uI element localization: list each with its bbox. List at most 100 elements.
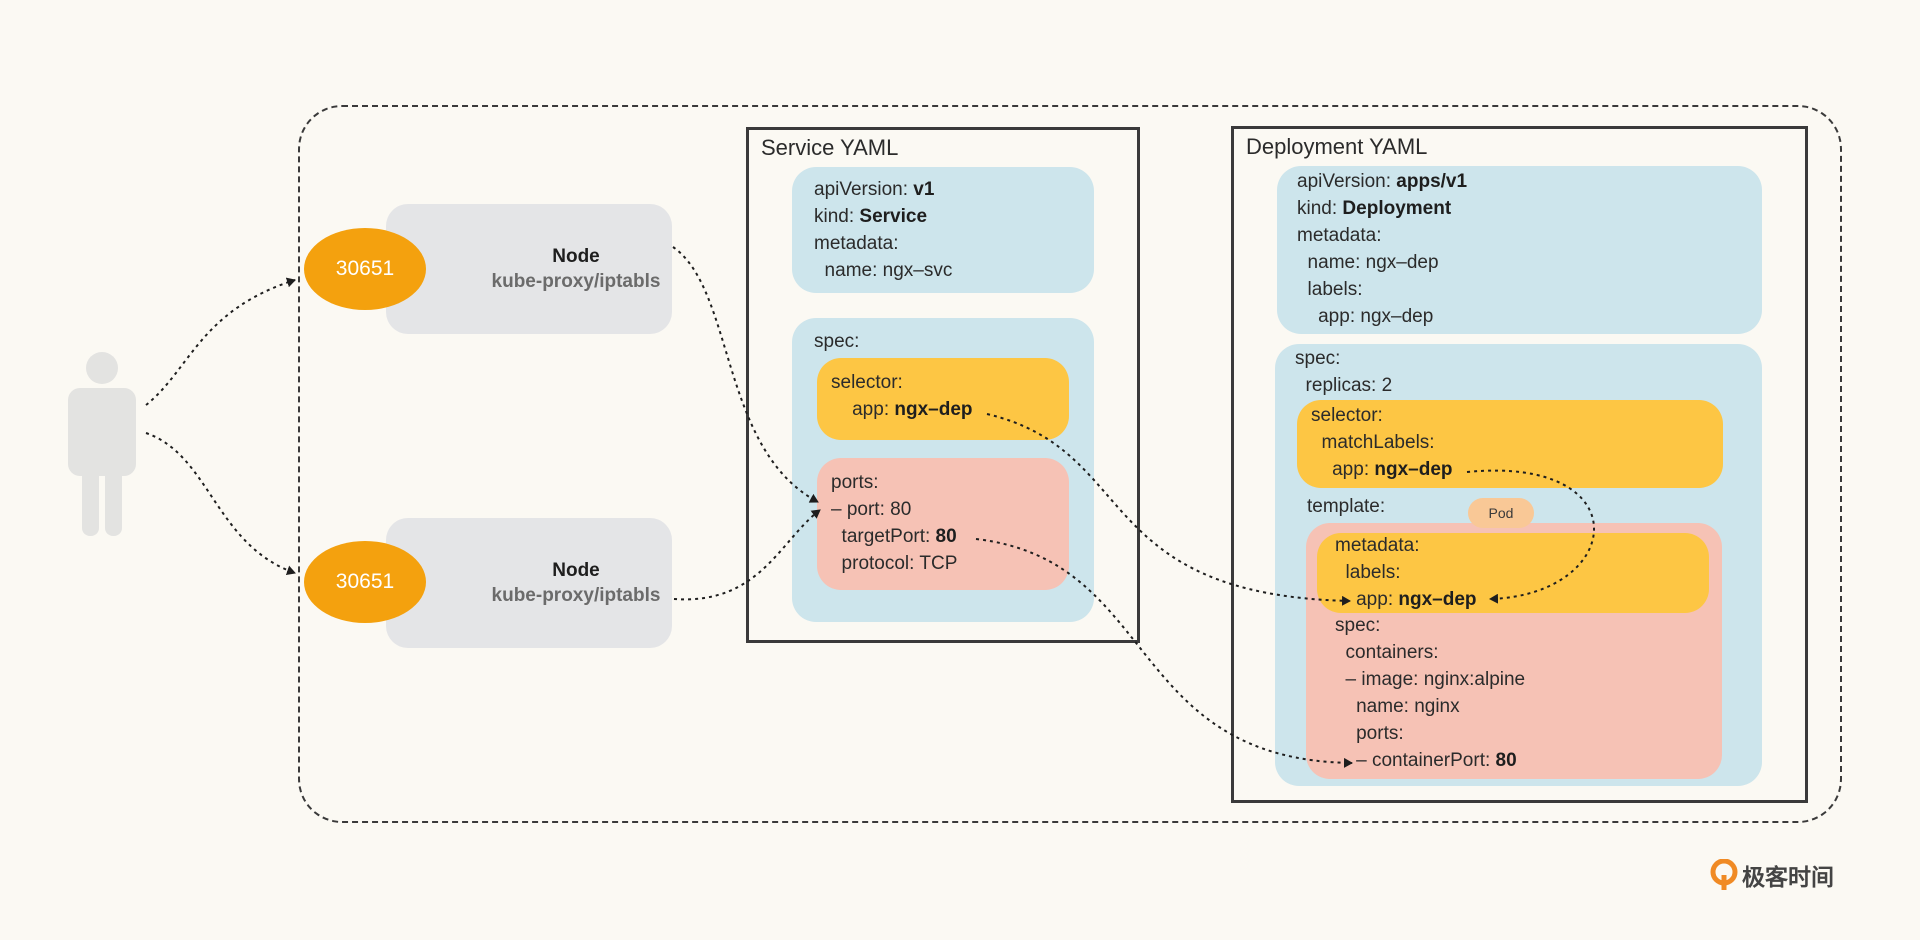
yaml-line: spec: bbox=[814, 331, 860, 352]
yaml-key: matchLabels: bbox=[1311, 432, 1435, 453]
node-card: Node kube-proxy/iptabls bbox=[386, 204, 672, 334]
yaml-line: kind: Deployment bbox=[1297, 195, 1467, 222]
service-ports-box: ports:– port: 80 targetPort: 80 protocol… bbox=[817, 458, 1069, 590]
yaml-key: – image: nginx:alpine bbox=[1335, 669, 1526, 690]
yaml-key: containers: bbox=[1335, 642, 1439, 663]
yaml-line: matchLabels: bbox=[1311, 429, 1453, 456]
node-subtitle: kube-proxy/iptabls bbox=[491, 585, 661, 606]
yaml-value: 80 bbox=[935, 526, 957, 547]
yaml-key: app: bbox=[1335, 589, 1399, 610]
yaml-line: apiVersion: apps/v1 bbox=[1297, 168, 1467, 195]
arrow-targetport-to-containerport bbox=[975, 538, 1353, 768]
node-title: Node bbox=[552, 560, 600, 581]
yaml-line: labels: bbox=[1297, 276, 1467, 303]
yaml-line: metadata: bbox=[1335, 532, 1477, 559]
yaml-line: protocol: TCP bbox=[831, 550, 958, 577]
yaml-key: name: ngx–svc bbox=[814, 260, 953, 281]
arrow-user-to-node2 bbox=[145, 432, 296, 576]
deployment-yaml-title: Deployment YAML bbox=[1246, 134, 1428, 159]
yaml-key: metadata: bbox=[1335, 535, 1420, 556]
yaml-key: ports: bbox=[1335, 723, 1404, 744]
yaml-lines: ports:– port: 80 targetPort: 80 protocol… bbox=[831, 469, 957, 577]
yaml-key: labels: bbox=[1335, 562, 1401, 583]
yaml-line: name: ngx–svc bbox=[814, 257, 953, 284]
cluster-boundary bbox=[298, 105, 1842, 823]
brand-logo-icon bbox=[1710, 859, 1738, 890]
yaml-lines: metadata: labels: app: ngx–dep bbox=[1335, 532, 1477, 613]
arrow-node1-to-ports bbox=[672, 246, 819, 503]
yaml-line: labels: bbox=[1335, 559, 1477, 586]
yaml-key: apiVersion: bbox=[814, 179, 914, 200]
yaml-line: – containerPort: 80 bbox=[1335, 747, 1525, 774]
node-subtitle: kube-proxy/iptabls bbox=[491, 271, 661, 292]
yaml-key: selector: bbox=[1311, 405, 1383, 426]
yaml-lines: selector: matchLabels: app: ngx–dep bbox=[1311, 402, 1453, 483]
yaml-line: apiVersion: v1 bbox=[814, 176, 952, 203]
yaml-key: metadata: bbox=[814, 233, 899, 254]
yaml-line: ports: bbox=[1335, 720, 1525, 747]
yaml-value: ngx–dep bbox=[1374, 459, 1453, 480]
yaml-value: 80 bbox=[1495, 750, 1517, 771]
node-port-badge: 30651 bbox=[304, 541, 426, 623]
arrow-matchlabels-to-pod-labels bbox=[1466, 469, 1595, 604]
yaml-value: apps/v1 bbox=[1396, 171, 1468, 192]
yaml-key: app: bbox=[1311, 459, 1375, 480]
arrow-selector-to-pod-labels bbox=[986, 413, 1351, 606]
yaml-line: replicas: 2 bbox=[1295, 372, 1393, 399]
node-card: Node kube-proxy/iptabls bbox=[386, 518, 672, 648]
arrow-user-to-node1 bbox=[145, 277, 296, 406]
yaml-key: name: nginx bbox=[1335, 696, 1460, 717]
pod-metadata-box: metadata: labels: app: ngx–dep bbox=[1317, 533, 1709, 613]
pod-badge: Pod bbox=[1468, 498, 1534, 528]
brand-logo: 极客时间 bbox=[1710, 858, 1834, 892]
deployment-selector-box: selector: matchLabels: app: ngx–dep bbox=[1297, 400, 1723, 488]
yaml-key: name: ngx–dep bbox=[1297, 252, 1439, 273]
yaml-key: replicas: 2 bbox=[1295, 375, 1393, 396]
yaml-key: app: ngx–dep bbox=[1297, 306, 1434, 327]
yaml-lines: spec: containers: – image: nginx:alpine … bbox=[1335, 612, 1525, 774]
yaml-key: ports: bbox=[831, 472, 879, 493]
user-icon bbox=[68, 352, 136, 536]
yaml-key: spec: bbox=[1335, 615, 1381, 636]
yaml-line: name: nginx bbox=[1335, 693, 1525, 720]
yaml-key: labels: bbox=[1297, 279, 1363, 300]
yaml-line: – port: 80 bbox=[831, 496, 957, 523]
yaml-line: ports: bbox=[831, 469, 957, 496]
yaml-key: – containerPort: bbox=[1335, 750, 1496, 771]
yaml-key: spec: bbox=[1295, 348, 1341, 369]
service-yaml-title: Service YAML bbox=[761, 135, 899, 160]
yaml-key: protocol: TCP bbox=[831, 553, 958, 574]
yaml-line: app: ngx–dep bbox=[1297, 303, 1467, 330]
yaml-key: – port: 80 bbox=[831, 499, 912, 520]
yaml-line: name: ngx–dep bbox=[1297, 249, 1467, 276]
deployment-yaml-frame bbox=[1231, 126, 1808, 803]
arrow-node2-to-ports bbox=[673, 509, 821, 601]
yaml-line: metadata: bbox=[1297, 222, 1467, 249]
yaml-line: app: ngx–dep bbox=[1311, 456, 1453, 483]
yaml-key: app: bbox=[831, 399, 895, 420]
yaml-lines: selector: app: ngx–dep bbox=[831, 369, 973, 423]
node-port-badge: 30651 bbox=[304, 228, 426, 310]
yaml-key: metadata: bbox=[1297, 225, 1382, 246]
yaml-lines: spec: replicas: 2 bbox=[1295, 345, 1392, 399]
service-yaml-frame bbox=[746, 127, 1140, 643]
yaml-value: ngx–dep bbox=[894, 399, 973, 420]
yaml-line: kind: Service bbox=[814, 203, 952, 230]
brand-name: 极客时间 bbox=[1742, 864, 1834, 890]
yaml-key: kind: bbox=[814, 206, 860, 227]
service-selector-box: selector: app: ngx–dep bbox=[817, 358, 1069, 440]
yaml-line: spec: bbox=[1295, 345, 1392, 372]
yaml-line: app: ngx–dep bbox=[831, 396, 973, 423]
yaml-line: selector: bbox=[1311, 402, 1453, 429]
yaml-key: selector: bbox=[831, 372, 903, 393]
yaml-value: Deployment bbox=[1342, 198, 1452, 219]
yaml-key: apiVersion: bbox=[1297, 171, 1397, 192]
yaml-line: spec: bbox=[1335, 612, 1525, 639]
yaml-line: selector: bbox=[831, 369, 973, 396]
yaml-line: template: bbox=[1307, 496, 1386, 517]
